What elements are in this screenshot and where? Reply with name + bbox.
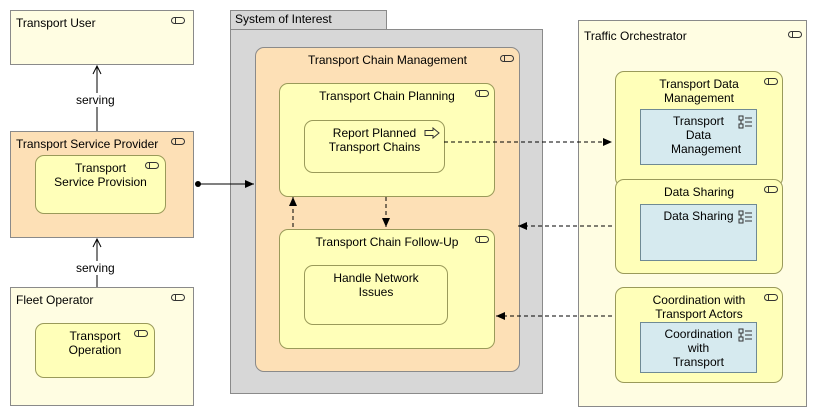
transport-service-provider-title: Transport Service Provider bbox=[16, 137, 159, 151]
data-sharing-object-title: Data Sharing bbox=[663, 209, 734, 223]
service-object-icon bbox=[738, 210, 752, 224]
transport-service-provider-node[interactable]: Transport Service Provider Transport Ser… bbox=[10, 131, 194, 238]
report-planned-transport-chains-title: Report Planned Transport Chains bbox=[328, 126, 421, 154]
transport-chain-follow-up-title: Transport Chain Follow-Up bbox=[315, 235, 459, 249]
transport-operation-title: Transport Operation bbox=[68, 329, 122, 357]
transport-service-provision-title: Transport Service Provision bbox=[54, 161, 147, 189]
transport-user-title: Transport User bbox=[16, 16, 96, 30]
transport-chain-planning-title: Transport Chain Planning bbox=[319, 89, 455, 103]
service-object-icon bbox=[738, 115, 752, 129]
traffic-orchestrator-title: Traffic Orchestrator bbox=[584, 29, 687, 43]
report-planned-transport-chains-node[interactable]: Report Planned Transport Chains bbox=[304, 120, 445, 173]
fleet-operator-node[interactable]: Fleet Operator Transport Operation bbox=[10, 287, 194, 406]
component-icon bbox=[788, 31, 802, 38]
transport-chain-management-node[interactable]: Transport Chain Management Transport Cha… bbox=[255, 47, 520, 372]
transport-data-management-function-node[interactable]: Transport Data Management Transport Data… bbox=[615, 71, 783, 187]
coordination-object-title: Coordination with Transport bbox=[664, 327, 733, 369]
data-sharing-object-node[interactable]: Data Sharing bbox=[640, 204, 757, 261]
component-icon bbox=[171, 17, 185, 24]
component-icon bbox=[134, 330, 148, 337]
transport-operation-node[interactable]: Transport Operation bbox=[35, 323, 155, 378]
component-icon bbox=[171, 138, 185, 145]
coordination-function-title: Coordination with Transport Actors bbox=[652, 293, 746, 321]
coordination-function-node[interactable]: Coordination with Transport Actors Coord… bbox=[615, 287, 783, 383]
transport-data-management-function-title: Transport Data Management bbox=[659, 77, 739, 105]
transport-service-provision-node[interactable]: Transport Service Provision bbox=[35, 155, 166, 214]
component-icon bbox=[145, 162, 159, 169]
process-arrow-icon bbox=[424, 127, 440, 139]
system-of-interest-title: System of Interest bbox=[235, 12, 332, 26]
transport-user-node[interactable]: Transport User bbox=[10, 10, 194, 65]
traffic-orchestrator-node[interactable]: Traffic Orchestrator Transport Data Mana… bbox=[578, 20, 807, 407]
component-icon bbox=[500, 55, 514, 62]
transport-chain-management-title: Transport Chain Management bbox=[308, 53, 467, 67]
component-icon bbox=[475, 236, 489, 243]
component-icon bbox=[171, 294, 185, 301]
serving-label-2: serving bbox=[74, 261, 117, 275]
transport-chain-follow-up-node[interactable]: Transport Chain Follow-Up Handle Network… bbox=[279, 229, 495, 349]
handle-network-issues-title: Handle Network Issues bbox=[333, 271, 419, 299]
transport-data-management-object-title: Transport Data Management bbox=[671, 114, 742, 156]
data-sharing-function-node[interactable]: Data Sharing Data Sharing bbox=[615, 179, 783, 274]
transport-chain-planning-node[interactable]: Transport Chain Planning Report Planned … bbox=[279, 83, 495, 197]
data-sharing-function-title: Data Sharing bbox=[663, 185, 735, 199]
component-icon bbox=[764, 294, 778, 301]
component-icon bbox=[764, 186, 778, 193]
coordination-object-node[interactable]: Coordination with Transport bbox=[640, 322, 757, 373]
fleet-operator-title: Fleet Operator bbox=[16, 293, 94, 307]
serving-label-1: serving bbox=[74, 93, 117, 107]
handle-network-issues-node[interactable]: Handle Network Issues bbox=[304, 265, 448, 325]
component-icon bbox=[764, 78, 778, 85]
service-object-icon bbox=[738, 328, 752, 342]
component-icon bbox=[475, 90, 489, 97]
transport-data-management-object-node[interactable]: Transport Data Management bbox=[640, 109, 757, 165]
